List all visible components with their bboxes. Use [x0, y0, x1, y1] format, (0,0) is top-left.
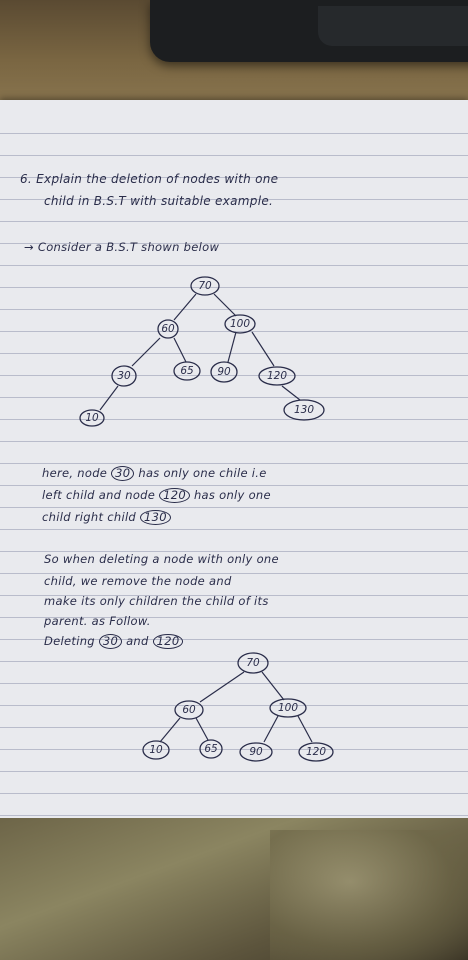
- fabric-fold: [270, 830, 468, 960]
- svg-text:120: 120: [306, 746, 326, 758]
- node-90: [210, 361, 238, 383]
- svg-text:10: 10: [85, 412, 99, 424]
- node-120: [258, 366, 296, 386]
- node-65: [173, 361, 201, 381]
- bst-diagram-after-deletion: 70 60 100 10 65 90 120: [142, 652, 334, 762]
- para2-line1: So when deleting a node with only one: [44, 552, 279, 566]
- node2-120: [298, 742, 334, 762]
- question-line-2: child in B.S.T with suitable example.: [44, 194, 274, 208]
- svg-text:70: 70: [198, 280, 212, 292]
- svg-text:60: 60: [182, 704, 196, 716]
- intro-line: → Consider a B.S.T shown below: [24, 240, 220, 254]
- notebook-page: [0, 100, 468, 820]
- node2-90: [239, 742, 273, 762]
- para2-line5: Deleting 30 and 120: [44, 634, 184, 649]
- svg-text:70: 70: [246, 657, 260, 669]
- bst-diagram-original: 70 60 100 30 65 90 120 10 130: [79, 276, 325, 427]
- node2-70: [237, 652, 269, 674]
- svg-text:10: 10: [149, 744, 163, 756]
- node2-10: [142, 740, 170, 760]
- svg-text:100: 100: [278, 702, 298, 714]
- para1-line1: here, node 30 has only one chile i.e: [42, 466, 267, 481]
- node-70: [190, 276, 220, 296]
- node-130: [283, 399, 325, 421]
- circled-120: 120: [159, 488, 190, 503]
- node-30: [111, 365, 137, 387]
- svg-text:100: 100: [230, 318, 250, 330]
- svg-text:120: 120: [267, 370, 287, 382]
- para2-line4: parent. as Follow.: [44, 614, 151, 628]
- phone-device: [150, 0, 468, 62]
- svg-text:65: 65: [204, 743, 218, 755]
- circled-30: 30: [111, 466, 135, 481]
- svg-text:90: 90: [249, 746, 263, 758]
- svg-text:90: 90: [217, 366, 231, 378]
- circled-120-delete: 120: [152, 634, 184, 649]
- node-100: [224, 314, 256, 334]
- para2-line3: make its only children the child of its: [44, 594, 269, 608]
- svg-text:30: 30: [117, 370, 131, 382]
- para1-line3: child right child 130: [42, 510, 171, 525]
- svg-text:65: 65: [180, 365, 194, 377]
- svg-text:60: 60: [161, 323, 175, 335]
- circled-130: 130: [140, 510, 171, 525]
- circled-30-delete: 30: [98, 634, 123, 649]
- node2-100: [269, 698, 307, 718]
- node2-60: [174, 700, 204, 720]
- node2-65: [199, 739, 223, 759]
- node-60: [157, 319, 179, 339]
- para2-line2: child, we remove the node and: [44, 574, 232, 588]
- node-10: [79, 409, 105, 427]
- svg-text:130: 130: [294, 404, 314, 416]
- para1-line2: left child and node 120 has only one: [42, 488, 271, 503]
- question-line-1: 6. Explain the deletion of nodes with on…: [20, 172, 279, 186]
